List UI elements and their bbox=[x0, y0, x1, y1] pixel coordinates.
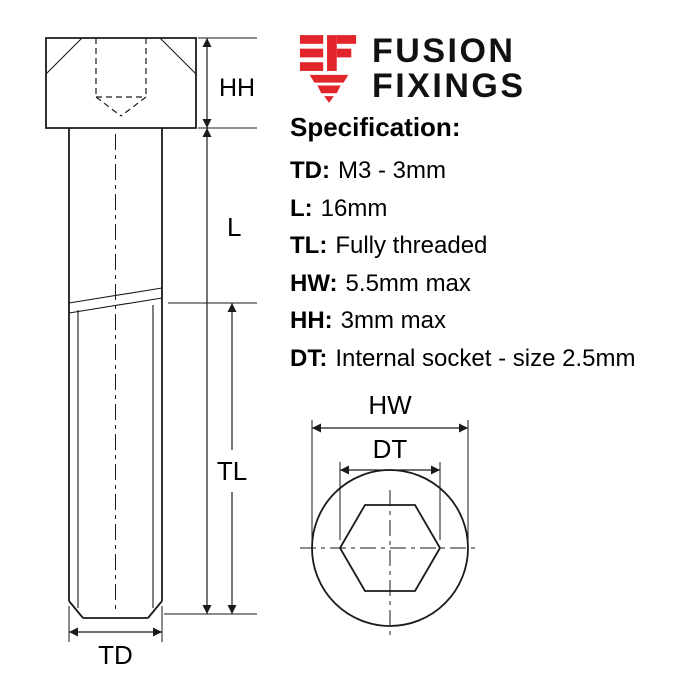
spec-row-hh: HH: 3mm max bbox=[290, 302, 690, 340]
spec-value: M3 - 3mm bbox=[337, 157, 446, 184]
brand-logo-text: FUSION FIXINGS bbox=[372, 34, 526, 104]
spec-value: 16mm bbox=[320, 194, 388, 222]
spec-row-hw: HW:5.5mm max bbox=[290, 265, 690, 303]
spec-row-l: L:16mm bbox=[290, 190, 690, 228]
dimension-hw: HW bbox=[311, 390, 469, 540]
spec-label: HH: bbox=[290, 307, 333, 334]
head-chamfer-right bbox=[159, 37, 197, 75]
spec-value: Fully threaded bbox=[335, 232, 488, 259]
screw-side-view bbox=[45, 37, 197, 619]
td-dimension-label: TD bbox=[98, 640, 133, 670]
brand-name-line1: FUSION bbox=[372, 32, 516, 70]
l-dimension-label: L bbox=[227, 212, 241, 242]
tl-dimension-label: TL bbox=[217, 456, 247, 486]
spec-label: TL: bbox=[290, 232, 328, 259]
spec-label: HW: bbox=[290, 269, 338, 297]
spec-label: L: bbox=[290, 194, 313, 222]
dimension-dt: DT bbox=[339, 434, 441, 540]
dt-dimension-label: DT bbox=[373, 434, 408, 464]
dimension-l: L bbox=[164, 128, 257, 615]
spec-label: TD: bbox=[290, 157, 330, 184]
spec-value: 5.5mm max bbox=[345, 269, 471, 297]
dimension-tl: TL bbox=[168, 302, 257, 614]
brand-name-line2: FIXINGS bbox=[372, 67, 526, 105]
brand-logo: FUSION FIXINGS bbox=[298, 34, 526, 104]
fusion-fixings-screw-icon bbox=[299, 35, 357, 103]
specification-panel: Specification: TD: M3 - 3mm L:16mm TL: Ful… bbox=[290, 112, 690, 377]
spec-value: 3mm max bbox=[340, 307, 446, 334]
head-chamfer-left bbox=[45, 37, 83, 75]
screw-tip bbox=[68, 600, 163, 619]
thread-minor-lines bbox=[77, 305, 154, 608]
spec-label: DT: bbox=[290, 344, 328, 372]
hh-dimension-label: HH bbox=[219, 74, 255, 102]
spec-row-dt: DT:Internal socket - size 2.5mm bbox=[290, 340, 690, 378]
dimension-hh: HH bbox=[198, 37, 257, 129]
hw-dimension-label: HW bbox=[368, 390, 412, 420]
spec-row-td: TD: M3 - 3mm bbox=[290, 152, 690, 190]
specification-title: Specification: bbox=[290, 112, 461, 142]
spec-value: Internal socket - size 2.5mm bbox=[335, 344, 636, 372]
hidden-socket-lines bbox=[95, 38, 147, 117]
screw-top-view bbox=[300, 469, 480, 640]
dimension-td: TD bbox=[68, 606, 163, 670]
spec-row-tl: TL: Fully threaded bbox=[290, 227, 690, 265]
